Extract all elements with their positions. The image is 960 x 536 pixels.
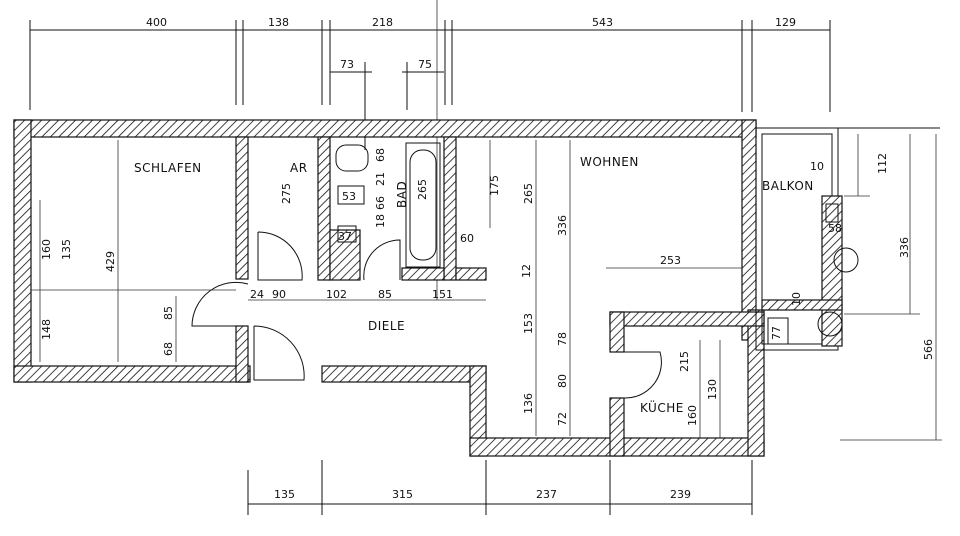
dim-top-138: 138 xyxy=(268,16,289,29)
dim-balkon-77: 77 xyxy=(770,326,783,340)
room-label-balkon: BALKON xyxy=(762,179,814,193)
dim-kueche-215: 215 xyxy=(678,351,691,372)
bottom-dimension-chain: 135 315 237 239 xyxy=(247,460,753,515)
dim-diele-151: 151 xyxy=(432,288,453,301)
dim-top-218: 218 xyxy=(372,16,393,29)
dim-top-129: 129 xyxy=(775,16,796,29)
dim-balkon-58: 58 xyxy=(828,222,842,235)
dim-wohnen-336: 336 xyxy=(556,215,569,236)
dim-schlafen-135: 135 xyxy=(60,239,73,260)
dim-bad-66: 66 xyxy=(374,196,387,210)
dim-right-566: 566 xyxy=(922,339,935,360)
dim-wohnen-175: 175 xyxy=(488,175,501,196)
dim-bad-18: 18 xyxy=(374,214,387,228)
dim-bad-265: 265 xyxy=(416,179,429,200)
dim-wohnen-72: 72 xyxy=(556,412,569,426)
doors xyxy=(191,231,662,399)
dim-bad-68: 68 xyxy=(374,148,387,162)
dim-schlafen-85: 85 xyxy=(162,306,175,320)
dim-bad-37: 37 xyxy=(338,230,352,243)
room-label-kueche: KÜCHE xyxy=(640,399,684,415)
dim-diele-12: 12 xyxy=(520,264,533,278)
dim-diele-60: 60 xyxy=(460,232,474,245)
dim-diele-85: 85 xyxy=(378,288,392,301)
dim-right-112: 112 xyxy=(876,153,889,174)
room-label-wohnen: WOHNEN xyxy=(580,155,639,169)
dim-wohnen-136: 136 xyxy=(522,393,535,414)
walls xyxy=(13,119,765,457)
room-label-schlafen: SCHLAFEN xyxy=(134,161,202,175)
dim-bottom-239: 239 xyxy=(670,488,691,501)
dim-schlafen-68: 68 xyxy=(162,342,175,356)
dim-schlafen-148: 148 xyxy=(40,319,53,340)
dim-kueche-160: 160 xyxy=(686,405,699,426)
top-dimension-chain: 400 138 218 543 129 73 75 xyxy=(29,0,831,300)
dim-bottom-315: 315 xyxy=(392,488,413,501)
bathroom-fixtures xyxy=(335,142,441,268)
dim-top-73: 73 xyxy=(340,58,354,71)
dim-wohnen-265: 265 xyxy=(522,183,535,204)
dim-diele-90: 90 xyxy=(272,288,286,301)
room-label-ar: AR xyxy=(290,161,308,175)
room-label-diele: DIELE xyxy=(368,319,405,333)
balcony xyxy=(755,127,940,351)
dim-bottom-237: 237 xyxy=(536,488,557,501)
dim-kueche-130: 130 xyxy=(706,379,719,400)
dim-top-543: 543 xyxy=(592,16,613,29)
dim-schlafen-429: 429 xyxy=(104,251,117,272)
dim-diele-24: 24 xyxy=(250,288,264,301)
dim-right-336: 336 xyxy=(898,237,911,258)
dim-schlafen-160: 160 xyxy=(40,239,53,260)
dim-bad-21: 21 xyxy=(374,172,387,186)
dim-wohnen-253: 253 xyxy=(660,254,681,267)
dim-wohnen-78: 78 xyxy=(556,332,569,346)
dim-wohnen-153: 153 xyxy=(522,313,535,334)
interior-dimension-lines xyxy=(30,134,942,441)
dim-balkon-10-bottom: 10 xyxy=(790,292,803,306)
dim-top-75: 75 xyxy=(418,58,432,71)
dim-diele-102: 102 xyxy=(326,288,347,301)
dim-bottom-135: 135 xyxy=(274,488,295,501)
dim-top-400: 400 xyxy=(146,16,167,29)
dim-ar-275: 275 xyxy=(280,183,293,204)
dim-balkon-10-top: 10 xyxy=(810,160,824,173)
room-label-bad: BAD xyxy=(395,181,409,208)
dim-bad-53: 53 xyxy=(342,190,356,203)
dim-wohnen-80: 80 xyxy=(556,374,569,388)
